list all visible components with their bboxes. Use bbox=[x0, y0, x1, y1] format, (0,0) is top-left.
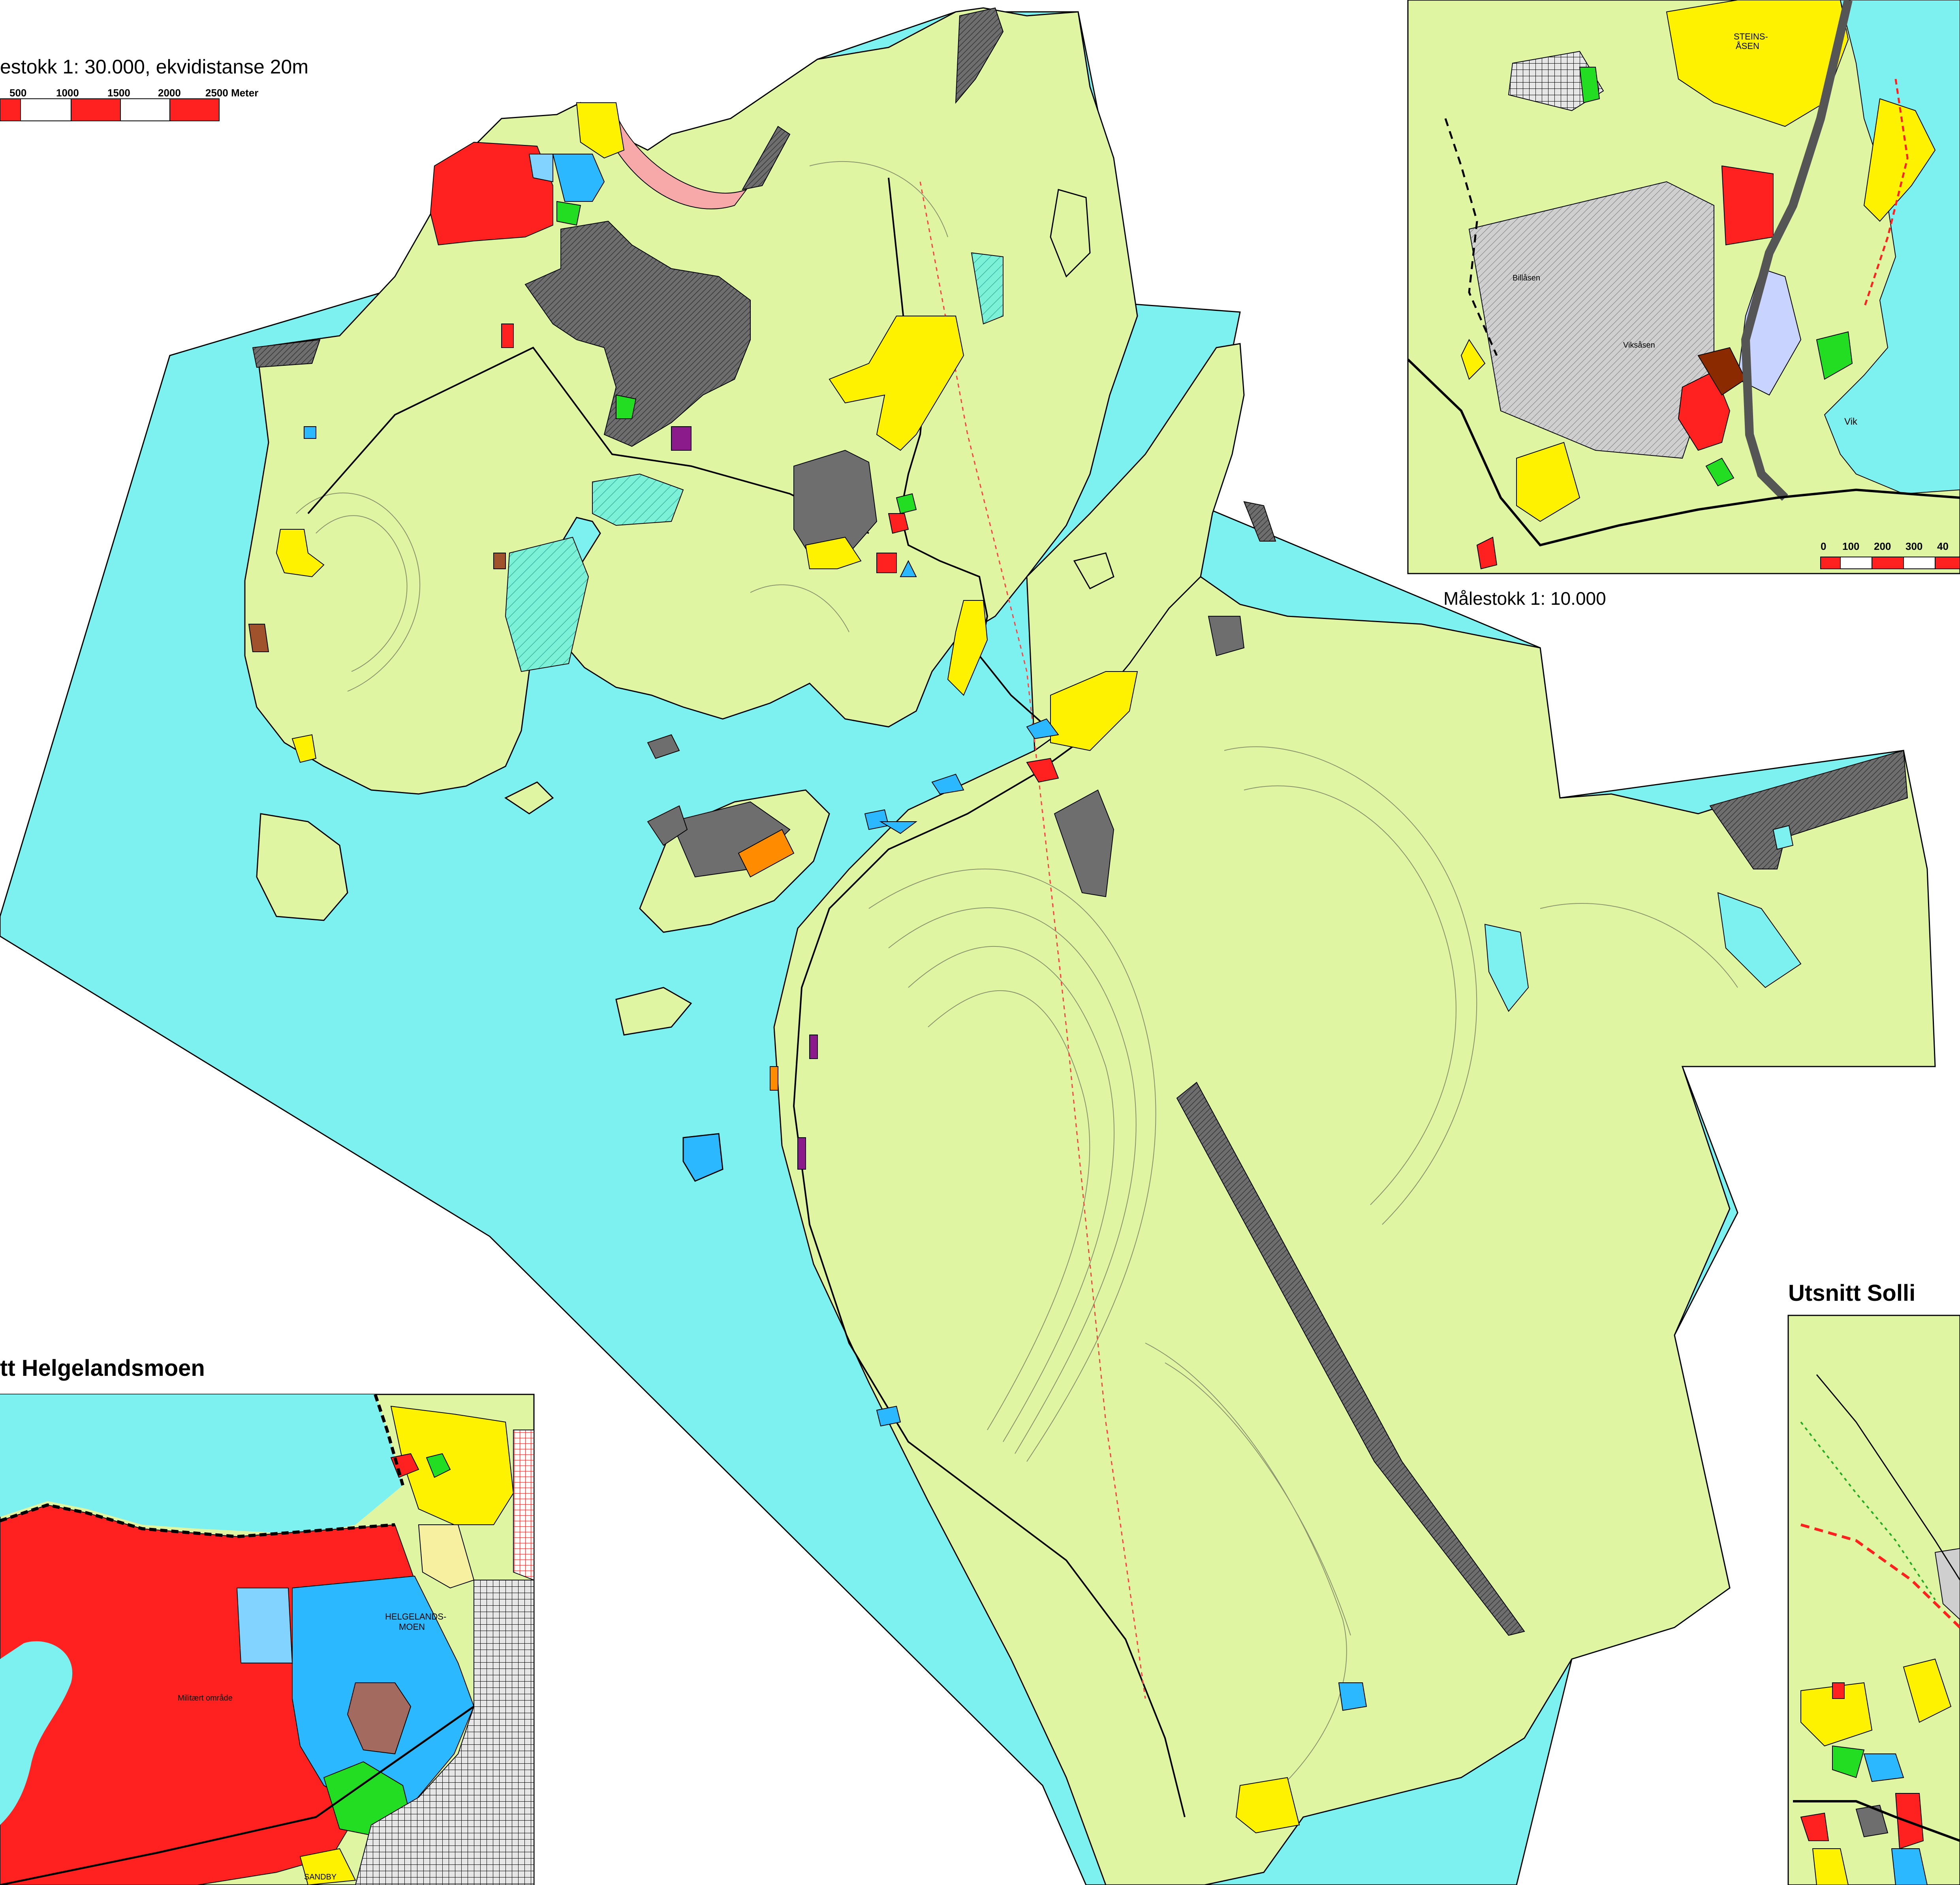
scale-tick: 500 bbox=[9, 87, 27, 99]
scale-tick: 200 bbox=[1874, 540, 1891, 552]
main-scale-bar bbox=[0, 98, 220, 121]
inset-bottom-right bbox=[1787, 1315, 1960, 1885]
inset-scale-caption: Målestokk 1: 10.000 bbox=[1443, 588, 1606, 609]
scale-tick: 100 bbox=[1842, 540, 1860, 552]
label-steinsasen-1: STEINS- bbox=[1734, 32, 1768, 41]
island-small-3 bbox=[1073, 552, 1114, 589]
label-billasen: Billåsen bbox=[1513, 274, 1540, 282]
island-west bbox=[256, 813, 348, 921]
island-small-4 bbox=[1050, 189, 1091, 278]
scale-tick: 2000 bbox=[158, 87, 181, 99]
island-small-2 bbox=[504, 781, 554, 815]
scale-tick: 300 bbox=[1906, 540, 1923, 552]
scale-tick: 40 bbox=[1937, 540, 1949, 552]
island-blue bbox=[682, 1133, 723, 1182]
label-viksasen: Viksåsen bbox=[1623, 341, 1655, 350]
label-steinsasen-2: ÅSEN bbox=[1736, 41, 1759, 51]
label-militaert: Militært område bbox=[178, 1694, 233, 1703]
label-helgelandsmoen-1: HELGELANDS- bbox=[385, 1612, 446, 1622]
label-sandby: SANDBY bbox=[304, 1873, 336, 1881]
scale-tick: 0 bbox=[1821, 540, 1827, 552]
scale-tick: 1500 bbox=[107, 87, 130, 99]
island-small-1 bbox=[615, 987, 692, 1036]
land-use-patches bbox=[248, 7, 1908, 1834]
scale-tick: 1000 bbox=[56, 87, 79, 99]
label-helgelandsmoen-2: MOEN bbox=[399, 1622, 425, 1632]
main-map bbox=[0, 7, 1936, 1885]
main-scale-title: estokk 1: 30.000, ekvidistanse 20m bbox=[0, 56, 309, 78]
inset-top-right: STEINS- ÅSEN Vik Billåsen Viksåsen bbox=[1407, 0, 1960, 574]
inset-title-helgelandsmoen: tt Helgelandsmoen bbox=[0, 1355, 205, 1381]
inset-scale-ticks: 0 100 200 300 40 bbox=[1821, 540, 1960, 553]
main-scale-ticks: 500 1000 1500 2000 2500 Meter bbox=[0, 87, 258, 100]
roads bbox=[307, 177, 1186, 1817]
power-line bbox=[919, 181, 1146, 1699]
contour-lines bbox=[296, 161, 1738, 1817]
inset-title-solli: Utsnitt Solli bbox=[1788, 1280, 1916, 1306]
scale-tick: 2500 Meter bbox=[205, 87, 259, 99]
inset-bottom-left: HELGELANDS- MOEN Militært område SANDBY bbox=[0, 1394, 535, 1885]
label-vik: Vik bbox=[1844, 416, 1858, 427]
